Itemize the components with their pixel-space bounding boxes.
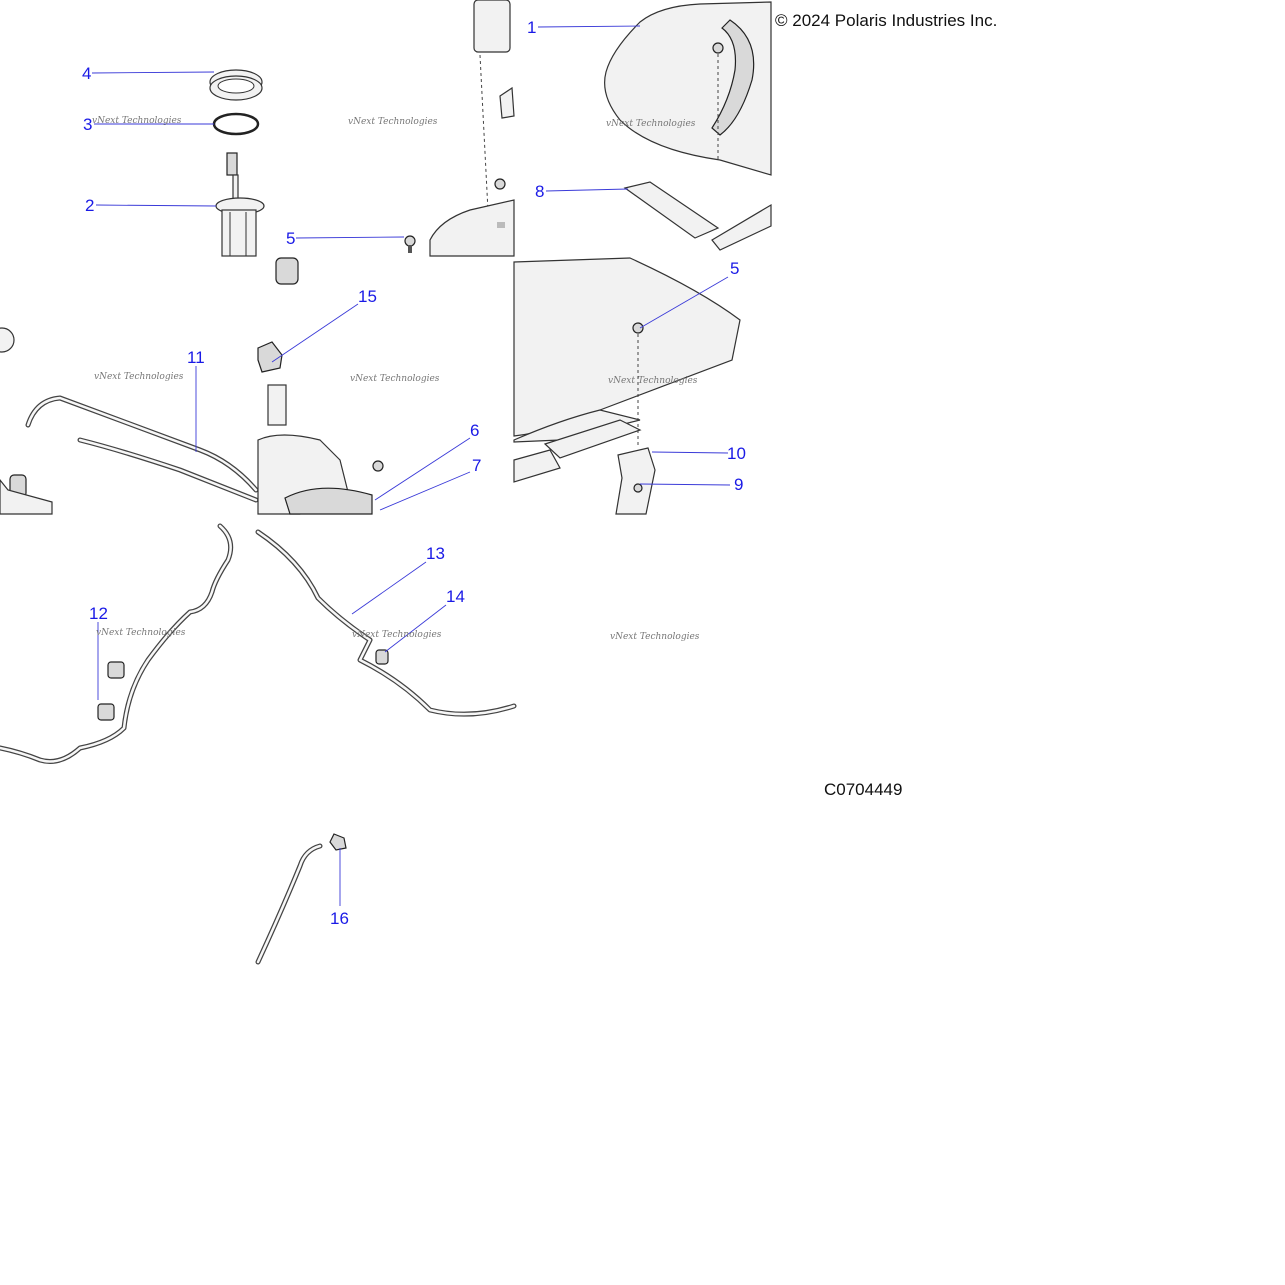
callout-layer: 1 2 3 4 5 5 6 7 8 9 10 11 12 13 14 15 16 (82, 18, 746, 928)
pad-part (623, 181, 720, 239)
watermark: vNext Technologies (606, 119, 696, 129)
drawing-number: C0704449 (824, 780, 903, 799)
fuel-hose-part (25, 395, 259, 493)
watermark: vNext Technologies (610, 632, 700, 642)
filler-tube-part (473, 0, 511, 53)
tile-fuel-pump (91, 69, 265, 257)
screw-part (632, 322, 644, 334)
watermark: vNext Technologies (352, 630, 442, 640)
callout-2: 2 (85, 196, 94, 215)
return-hose-part (255, 529, 517, 717)
lock-ring-part (209, 69, 263, 101)
callout-5: 5 (286, 229, 295, 248)
callout-16: 16 (330, 909, 349, 928)
callout-11: 11 (187, 348, 205, 367)
watermark: vNext Technologies (96, 628, 186, 638)
tile-drain-hose (255, 833, 347, 965)
fuel-cap-part (257, 341, 283, 373)
tile-vent-hose (0, 523, 234, 764)
fuel-tank-part (604, 1, 772, 176)
tile-fuel-tank (537, 1, 772, 251)
watermark: vNext Technologies (348, 117, 438, 127)
callout-10: 10 (727, 444, 746, 463)
watermark: vNext Technologies (608, 376, 698, 386)
tile-fuel-cap (257, 257, 471, 515)
callout-14: 14 (446, 587, 465, 606)
callout-12: 12 (89, 604, 108, 623)
seal-part (212, 112, 260, 136)
watermark-layer: vNext Technologies vNext Technologies vN… (92, 116, 700, 642)
watermark: vNext Technologies (92, 116, 182, 126)
clip-part (375, 649, 389, 665)
watermark: vNext Technologies (350, 374, 440, 384)
callout-7: 7 (472, 456, 481, 475)
tile-fuel-hose (0, 327, 259, 515)
tile-return-hose (255, 529, 517, 717)
callout-1: 1 (527, 18, 536, 37)
vent-hose-part (0, 523, 234, 764)
tile-filler-area (295, 0, 515, 257)
callout-5-second: 5 (730, 259, 739, 278)
tile-tank-bracket (513, 257, 741, 515)
callout-15: 15 (358, 287, 377, 306)
callout-13: 13 (426, 544, 445, 563)
watermark: vNext Technologies (94, 372, 184, 382)
callout-6: 6 (470, 421, 479, 440)
strap-part (284, 487, 373, 515)
callout-8: 8 (535, 182, 544, 201)
callout-9: 9 (734, 475, 743, 494)
callout-4: 4 (82, 64, 91, 83)
callout-3: 3 (83, 115, 92, 134)
bracket-part (499, 86, 515, 119)
bracket-part (615, 447, 656, 515)
copyright-notice: © 2024 Polaris Industries Inc. (775, 11, 998, 30)
fuel-pump-part (215, 152, 265, 257)
screw-part (404, 235, 416, 253)
